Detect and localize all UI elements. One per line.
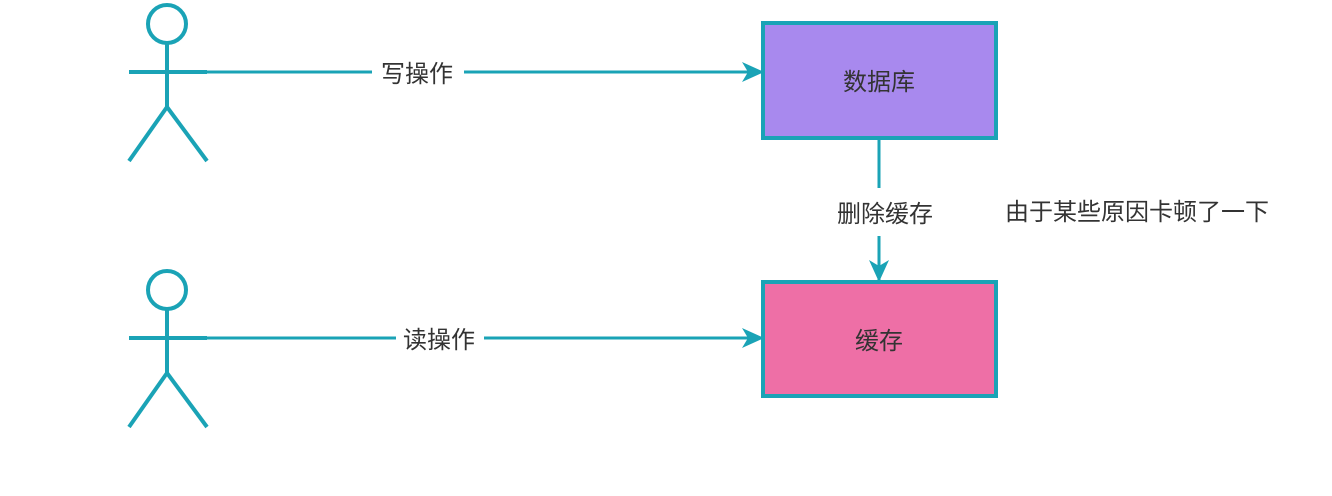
writer-actor-icon xyxy=(127,3,209,163)
read-edge-label: 读操作 xyxy=(403,326,475,354)
read-edge: 读操作 xyxy=(207,326,764,354)
write-edge: 写操作 xyxy=(207,60,764,88)
delete-cache-edge-label: 删除缓存 xyxy=(837,200,933,228)
database-box xyxy=(761,21,998,140)
cache-node[interactable]: 缓存 xyxy=(761,280,998,398)
cache-label: 缓存 xyxy=(855,327,903,355)
reader-actor-icon xyxy=(127,269,209,429)
cache-box xyxy=(761,280,998,398)
delay-annotation: 由于某些原因卡顿了一下 xyxy=(1005,198,1269,226)
database-node[interactable]: 数据库 xyxy=(761,21,998,140)
database-label: 数据库 xyxy=(843,68,915,96)
delete-cache-edge: 删除缓存 xyxy=(837,140,933,282)
write-edge-label: 写操作 xyxy=(381,60,453,88)
